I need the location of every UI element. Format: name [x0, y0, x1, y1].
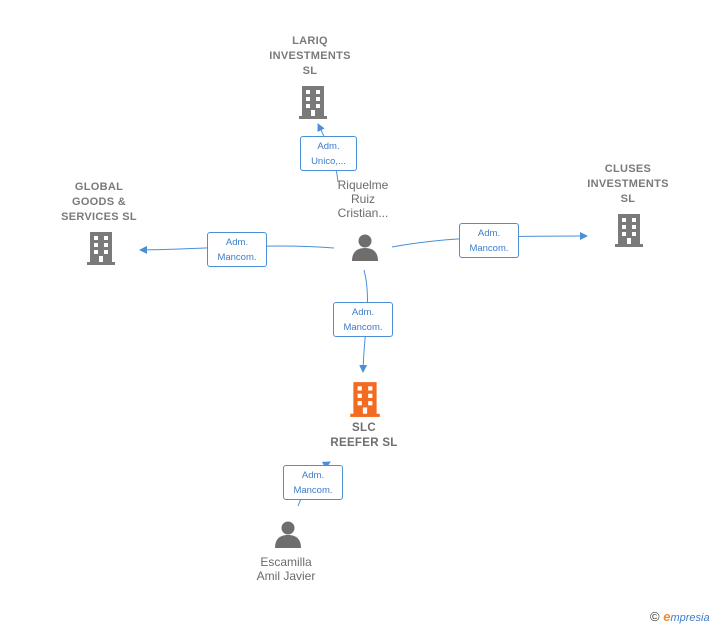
building-icon[interactable] — [86, 230, 116, 266]
edge-label-line-2: Unico,... — [311, 156, 346, 167]
node-escamilla-line-2: Amil Javier — [256, 569, 316, 583]
node-global-line-1: GLOBAL — [74, 181, 124, 193]
brand-e: e — [663, 609, 671, 624]
edge-label-line-2: Mancom. — [217, 252, 257, 263]
node-riquelme-line-2: Ruiz — [350, 192, 375, 206]
brand-logo[interactable]: © empresia — [650, 609, 710, 624]
node-escamilla-line-1: Escamilla — [260, 555, 312, 569]
node-global-label[interactable]: GLOBAL GOODS & SERVICES SL — [46, 180, 152, 225]
edge-label-line-2: Mancom. — [343, 322, 383, 333]
node-escamilla-label[interactable]: Escamilla Amil Javier — [238, 555, 334, 583]
edge-label-to-global[interactable]: Adm. Mancom. — [207, 232, 267, 267]
node-riquelme-line-3: Cristian... — [337, 206, 389, 220]
node-cluses-line-1: CLUSES — [604, 163, 652, 175]
edge-label-to-slc[interactable]: Adm. Mancom. — [333, 302, 393, 337]
node-slc-line-1: SLC — [352, 422, 376, 434]
node-cluses-line-3: SL — [620, 193, 636, 205]
copyright-icon: © — [650, 609, 660, 624]
node-lariq-label[interactable]: LARIQ INVESTMENTS SL — [258, 34, 362, 79]
node-riquelme-line-1: Riquelme — [337, 178, 389, 192]
brand-name: mpresia — [670, 612, 710, 624]
node-slc-line-2: REEFER SL — [330, 437, 398, 449]
building-icon[interactable] — [298, 84, 328, 120]
node-global-line-2: GOODS & — [71, 196, 127, 208]
edge-label-line-1: Adm. — [301, 470, 325, 481]
node-lariq-line-3: SL — [302, 65, 318, 77]
edge-label-line-1: Adm. — [351, 307, 375, 318]
node-global-line-3: SERVICES SL — [61, 211, 137, 223]
edge-label-to-cluses[interactable]: Adm. Mancom. — [459, 223, 519, 258]
node-cluses-label[interactable]: CLUSES INVESTMENTS SL — [576, 162, 680, 207]
node-lariq-line-2: INVESTMENTS — [269, 50, 351, 62]
node-slc-label[interactable]: SLC REEFER SL — [312, 421, 416, 451]
node-lariq-line-1: LARIQ — [292, 35, 328, 47]
edge-label-line-2: Mancom. — [469, 243, 509, 254]
edge-label-escamilla-to-slc[interactable]: Adm. Mancom. — [283, 465, 343, 500]
node-cluses-line-2: INVESTMENTS — [587, 178, 669, 190]
person-icon[interactable] — [350, 232, 380, 262]
building-icon[interactable] — [614, 212, 644, 248]
edge-label-to-lariq[interactable]: Adm. Unico,... — [300, 136, 357, 171]
edge-label-line-1: Adm. — [317, 141, 340, 152]
node-riquelme-label[interactable]: Riquelme Ruiz Cristian... — [318, 178, 408, 220]
edge-label-line-2: Mancom. — [293, 485, 333, 496]
edge-label-line-1: Adm. — [225, 237, 249, 248]
edge-label-line-1: Adm. — [477, 228, 501, 239]
building-icon[interactable] — [349, 380, 381, 418]
person-icon[interactable] — [273, 519, 303, 549]
